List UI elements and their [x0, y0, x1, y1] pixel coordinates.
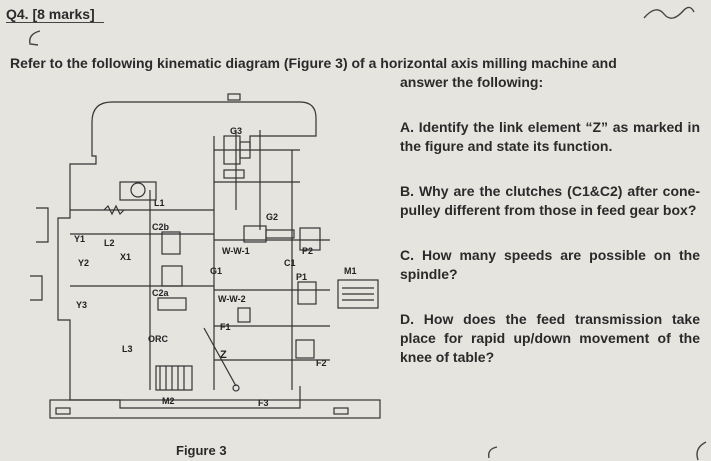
label-ORC: ORC	[148, 334, 169, 344]
intro-line-2: answer the following:	[400, 74, 544, 90]
label-M1: M1	[344, 266, 357, 276]
label-F1: F1	[220, 322, 231, 332]
label-WW1: W-W-1	[222, 246, 250, 256]
handwritten-mark-bottom	[487, 446, 498, 459]
question-item-c: C. How many speeds are possible on the s…	[400, 247, 700, 282]
kinematic-diagram: G3 G2 G1 C2b C2a L1 L2 X1 Y1 Y2 Y3 ORC L…	[30, 93, 381, 419]
label-Y3: Y3	[76, 300, 87, 310]
clutch-C1	[299, 227, 321, 251]
label-C2b: C2b	[152, 222, 170, 232]
label-WW2: W-W-2	[218, 294, 246, 304]
label-M2: M2	[162, 396, 175, 406]
label-G1: G1	[210, 266, 222, 276]
label-C2a: C2a	[152, 288, 170, 298]
label-G2: G2	[266, 212, 278, 222]
label-P1: P1	[296, 272, 307, 282]
title-underline	[6, 22, 104, 23]
column-outline	[57, 122, 301, 409]
overarm-outline	[91, 101, 317, 148]
label-Z: Z	[220, 349, 227, 361]
handwritten-mark-left	[29, 30, 41, 46]
label-X1: X1	[120, 252, 131, 262]
question-item-b: B. Why are the clutches (C1&C2) after co…	[400, 183, 700, 218]
label-Y1: Y1	[74, 234, 85, 244]
handwritten-mark-bottom-right	[696, 441, 707, 461]
label-P2: P2	[302, 246, 313, 256]
question-intro: Refer to the following kinematic diagram…	[10, 54, 700, 92]
link-Z	[203, 327, 237, 387]
question-item-a: A. Identify the link element “Z” as mark…	[400, 119, 700, 154]
question-list: A. Identify the link element “Z” as mark…	[400, 118, 700, 393]
label-C1: C1	[284, 258, 296, 268]
question-title: Q4. [8 marks]	[6, 6, 95, 22]
question-item-d: D. How does the feed transmission take p…	[400, 311, 700, 365]
cone-pulley-C2b	[161, 231, 181, 255]
label-F2: F2	[316, 358, 327, 368]
label-G3: G3	[230, 126, 242, 136]
label-L1: L1	[154, 198, 165, 208]
handwritten-mark-top-right	[643, 6, 695, 19]
figure-caption: Figure 3	[176, 443, 227, 458]
base-rect	[49, 399, 381, 419]
label-L3: L3	[122, 344, 133, 354]
label-F3: F3	[258, 398, 269, 408]
intro-line-1: Refer to the following kinematic diagram…	[10, 55, 617, 71]
label-Y2: Y2	[78, 258, 89, 268]
label-L2: L2	[104, 238, 115, 248]
cone-pulley-C2a	[161, 265, 183, 287]
motor-M1	[337, 279, 379, 309]
gear-M2	[155, 365, 193, 391]
